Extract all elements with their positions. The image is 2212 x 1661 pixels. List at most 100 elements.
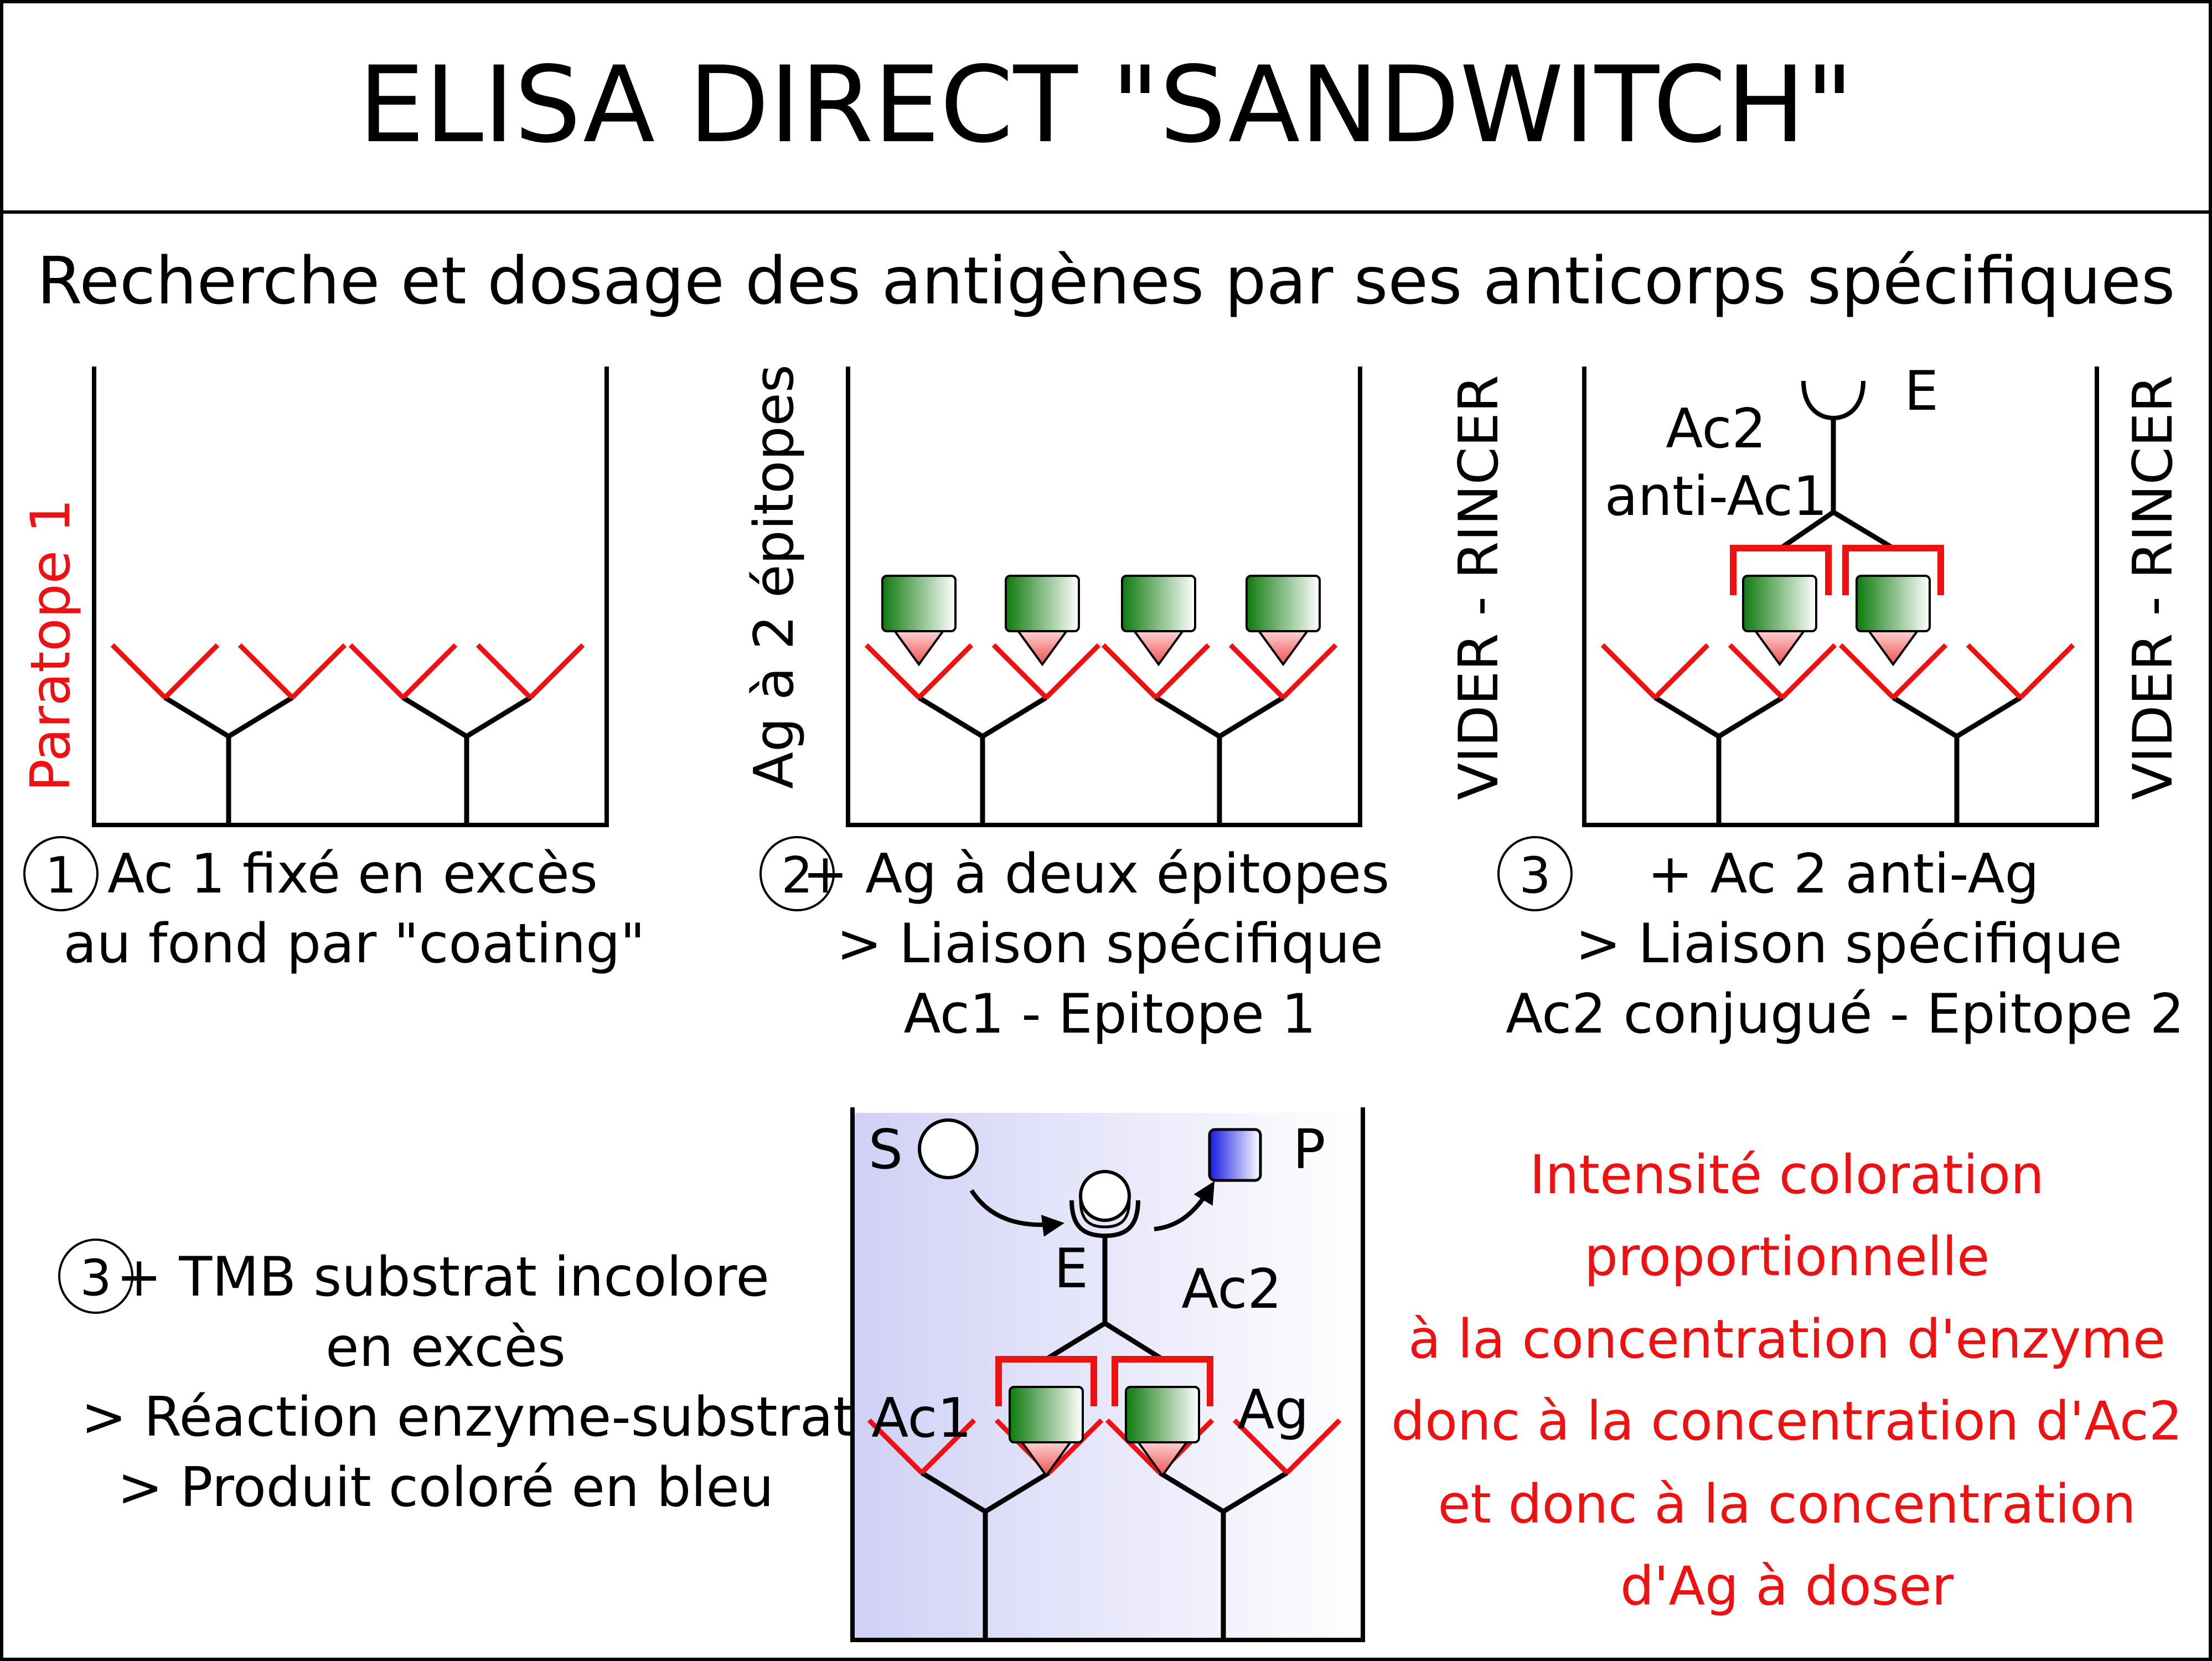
- step-2-caption-line-2: > Liaison spécifique: [836, 912, 1383, 976]
- well-2-antibody-2-paratope-1: [1101, 643, 1158, 700]
- well-4-antibody-2-arm-right: [1222, 1471, 1289, 1514]
- molecule-layer: [110, 418, 2075, 1640]
- step-4-caption-line-2: en excès: [325, 1316, 566, 1379]
- well-1-antibody-1-arm-right: [227, 695, 294, 739]
- well-4-antibody-2-arm-left: [1158, 1471, 1225, 1514]
- step-4-caption-line-3: > Réaction enzyme-substrat: [81, 1386, 855, 1449]
- page-subtitle: Recherche et dosage des antigènes par se…: [37, 243, 2175, 319]
- well-2-antibody-1-arm-left: [917, 695, 984, 739]
- well-3-antibody-1-paratope-1: [1600, 643, 1657, 700]
- well-2-antigen-2-body: [1005, 575, 1080, 632]
- well-2-antibody-1-paratope-2: [917, 643, 974, 700]
- well-3-antibody-2-paratope-4: [2018, 643, 2075, 700]
- conclusion-line-5: et donc à la concentration: [1438, 1473, 2136, 1535]
- well-3-detection-arm-right: [1832, 510, 1895, 550]
- well-step-2: [846, 367, 1362, 827]
- enzyme-label-step-3: E: [1904, 360, 1939, 423]
- ac1-label-step-4: Ac1: [871, 1387, 972, 1450]
- well-1-antibody-1-paratope-1: [110, 643, 167, 700]
- well-1-outline: [92, 367, 609, 827]
- well-1-antibody-1-paratope-4: [290, 643, 347, 700]
- step-1-number: 1: [45, 847, 76, 905]
- well-2-antibody-2-paratope-4: [1281, 643, 1338, 700]
- well-3-antibody-2-paratope-1: [1838, 643, 1895, 700]
- well-4-detection-arm-right: [1103, 1321, 1164, 1361]
- conclusion-line-2: proportionnelle: [1584, 1226, 1989, 1288]
- step-3-number: 3: [1519, 847, 1551, 905]
- substrate-label: S: [869, 1118, 903, 1182]
- step-3-caption-line-3: Ac2 conjugué - Epitope 2: [1506, 983, 2184, 1046]
- arrow-substrate-to-enzyme: [969, 1189, 1064, 1237]
- well-2-antibody-1-paratope-1: [864, 643, 921, 700]
- well-3-antigen-2-body: [1856, 575, 1931, 632]
- well-1-antibody-1-paratope-3: [237, 643, 294, 700]
- ac2-label-step-3: Ac2: [1666, 398, 1766, 461]
- well-3-antigen-1-body: [1742, 575, 1817, 632]
- arrow-enzyme-to-product: [1154, 1181, 1215, 1231]
- product-square: [1208, 1128, 1262, 1182]
- well-4-antigen-1-body: [1009, 1386, 1084, 1443]
- conclusion-line-1: Intensité coloration: [1529, 1144, 2044, 1206]
- well-4-antibody-2-paratope-1: [1105, 1418, 1162, 1475]
- step-4-number: 3: [80, 1249, 111, 1307]
- well-4-antibody-1-paratope-1: [867, 1418, 924, 1475]
- well-2-antigen-1-body: [881, 575, 957, 632]
- step-4-caption-line-4: > Produit coloré en bleu: [117, 1456, 774, 1519]
- well-4-detection-arm-left: [1045, 1321, 1107, 1361]
- well-step-1: [92, 367, 609, 827]
- well-4-antibody-1-paratope-4: [1047, 1418, 1104, 1475]
- well-3-antibody-1-paratope-3: [1728, 643, 1785, 700]
- step-4-caption-line-1: + TMB substrat incolore: [116, 1246, 769, 1309]
- well-3-antibody-2-arm-left: [1891, 695, 1958, 739]
- enzyme-label-step-4: E: [1054, 1237, 1088, 1301]
- well-1-antibody-2-paratope-2: [401, 643, 458, 700]
- product-label: P: [1293, 1118, 1325, 1182]
- well-2-antigen-4-body: [1245, 575, 1321, 632]
- enzyme-cup-step-3: [1801, 380, 1865, 421]
- well-2-antibody-2-arm-right: [1218, 695, 1285, 739]
- well-4-antibody-1-arm-right: [984, 1471, 1051, 1514]
- well-2-antibody-1-arm-right: [981, 695, 1048, 739]
- well-4-antibody-2-paratope-4: [1285, 1418, 1342, 1475]
- rinse-label-left: VIDER - RINCER: [1448, 375, 1511, 800]
- step-1-caption-line-1: Ac 1 fixé en excès: [107, 843, 598, 906]
- anti-ac1-label-step-3: anti-Ac1: [1605, 465, 1828, 528]
- ag-two-epitopes-label: Ag à 2 épitopes: [743, 364, 806, 789]
- well-3-detection-arm-left: [1779, 510, 1835, 550]
- well-1-antibody-2-paratope-3: [476, 643, 533, 700]
- well-3-antibody-1-paratope-4: [1780, 643, 1837, 700]
- ac2-label-step-4: Ac2: [1181, 1258, 1282, 1321]
- step-3-caption-line-2: > Liaison spécifique: [1575, 912, 2122, 976]
- well-1-antibody-2-paratope-4: [528, 643, 585, 700]
- well-1-antibody-2-paratope-1: [348, 643, 405, 700]
- well-3-antibody-2-paratope-2: [1891, 643, 1948, 700]
- well-4-detection-paratope-left: [995, 1356, 1097, 1406]
- page-title: ELISA DIRECT "SANDWITCH": [358, 44, 1854, 166]
- well-2-outline: [846, 367, 1362, 827]
- substrate-circle: [918, 1118, 979, 1179]
- step-4-number-circle: [58, 1239, 133, 1314]
- step-2-number-circle: [759, 836, 835, 911]
- well-4-detection-paratope-right: [1112, 1356, 1213, 1406]
- well-4-antigen-2-body: [1125, 1386, 1200, 1443]
- well-1-antibody-1-arm-left: [163, 695, 230, 739]
- step-2-caption-line-1: + Ag à deux épitopes: [803, 843, 1389, 906]
- step-3-caption-line-1: + Ac 2 anti-Ag: [1647, 843, 2039, 906]
- well-4-antibody-1-paratope-2: [919, 1418, 976, 1475]
- well-1-antibody-2-arm-left: [401, 695, 468, 739]
- well-4-outline: [850, 1107, 1365, 1642]
- well-3-antibody-1-arm-left: [1653, 695, 1720, 739]
- conclusion-line-4: donc à la concentration d'Ac2: [1391, 1390, 2183, 1452]
- well-2-antigen-3-body: [1121, 575, 1196, 632]
- step-1-caption-line-2: au fond par "coating": [64, 912, 645, 976]
- well-3-antibody-2-paratope-3: [1966, 643, 2023, 700]
- step-3-number-circle: [1497, 836, 1573, 911]
- well-3-antibody-2-arm-right: [1955, 695, 2022, 739]
- rinse-label-right: VIDER - RINCER: [2122, 375, 2185, 800]
- well-2-antibody-1-paratope-4: [1044, 643, 1101, 700]
- well-4-antibody-2-paratope-3: [1232, 1418, 1289, 1475]
- well-3-antibody-1-paratope-2: [1653, 643, 1710, 700]
- step-2-number: 2: [781, 847, 813, 905]
- paratope-label: Paratope 1: [19, 499, 82, 792]
